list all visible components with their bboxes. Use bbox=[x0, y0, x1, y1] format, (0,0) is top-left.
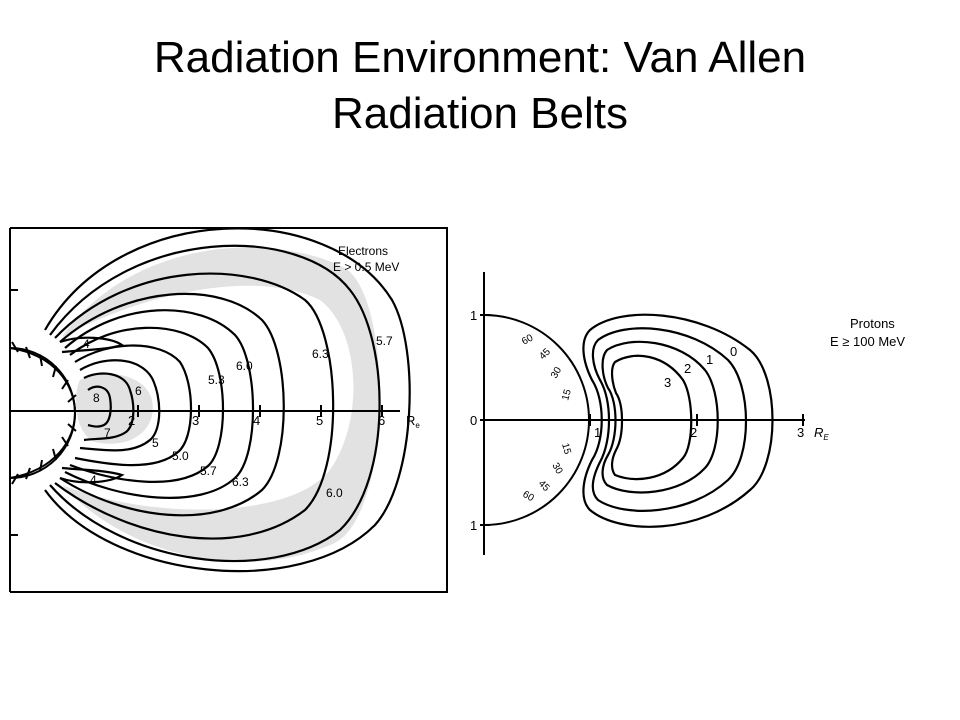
electron-label-7: 7 bbox=[104, 426, 111, 440]
proton-lat-lower-30: 30 bbox=[549, 461, 564, 477]
electron-legend-title: Electrons bbox=[338, 244, 388, 258]
electron-axis-unit: Re bbox=[406, 413, 420, 430]
proton-label-3: 3 bbox=[664, 375, 671, 390]
electron-contour-5-7b bbox=[59, 292, 285, 517]
electrons-frame bbox=[10, 227, 448, 593]
electrons-panel: 2 3 4 5 6 Re Electrons E > 0.5 MeV 8 7 6… bbox=[9, 227, 448, 593]
proton-ytick-upper-1: 1 bbox=[470, 308, 477, 323]
electron-tick-5: 5 bbox=[316, 413, 323, 428]
proton-lat-upper-30: 30 bbox=[549, 365, 564, 381]
electron-earth-outline bbox=[9, 347, 76, 479]
proton-lat-lower-15: 15 bbox=[559, 442, 573, 456]
proton-contour-3 bbox=[610, 354, 693, 481]
electron-belt-shade bbox=[62, 247, 380, 562]
electron-tick-2: 2 bbox=[128, 413, 135, 428]
electron-label-6-3-upper: 6.3 bbox=[312, 347, 329, 361]
proton-lat-lower-60: 60 bbox=[521, 489, 537, 504]
electron-tick-3: 3 bbox=[192, 413, 199, 428]
proton-lat-upper-15: 15 bbox=[560, 388, 574, 402]
electron-earth-hatch bbox=[11, 341, 77, 485]
slide-title-line2: Radiation Belts bbox=[332, 89, 628, 138]
proton-contour-0 bbox=[582, 313, 774, 528]
proton-lat-lower-45: 45 bbox=[536, 478, 552, 494]
electron-contour-5-0 bbox=[69, 326, 225, 483]
proton-ytick-lower-1: 1 bbox=[470, 518, 477, 533]
electron-contour-4-lower bbox=[59, 466, 125, 484]
proton-legend-title: Protons bbox=[850, 316, 895, 331]
electron-contour-4-upper bbox=[59, 336, 125, 354]
electron-label-5-0: 5.0 bbox=[172, 449, 189, 463]
electron-label-5-3: 5.3 bbox=[208, 373, 225, 387]
electron-label-5: 5 bbox=[152, 436, 159, 450]
electron-label-6-0-lower: 6.0 bbox=[326, 486, 343, 500]
proton-lat-upper-60: 60 bbox=[520, 332, 536, 347]
electron-tick-4: 4 bbox=[253, 413, 260, 428]
proton-xtick-2: 2 bbox=[690, 425, 697, 440]
slide-title: Radiation Environment: Van Allen Radiati… bbox=[0, 30, 960, 142]
proton-xtick-1: 1 bbox=[594, 425, 601, 440]
proton-legend-energy: E ≥ 100 MeV bbox=[830, 334, 905, 349]
electron-label-8: 8 bbox=[93, 391, 100, 405]
electron-label-6-3-lower: 6.3 bbox=[232, 475, 249, 489]
electron-tick-6: 6 bbox=[378, 413, 385, 428]
electron-contour-6 bbox=[79, 359, 161, 452]
proton-label-2: 2 bbox=[684, 361, 691, 376]
electron-label-6: 6 bbox=[135, 384, 142, 398]
electron-contour-7 bbox=[83, 372, 135, 442]
proton-label-1: 1 bbox=[706, 352, 713, 367]
proton-contour-2 bbox=[601, 340, 719, 494]
slide-title-line1: Radiation Environment: Van Allen bbox=[153, 33, 807, 82]
electron-contour-5 bbox=[74, 344, 193, 467]
electron-contour-6-3 bbox=[49, 244, 381, 563]
electron-label-5-7-lower: 5.7 bbox=[200, 464, 217, 478]
proton-lat-upper-45: 45 bbox=[537, 346, 553, 362]
electron-contour-5-7 bbox=[44, 227, 411, 573]
proton-ytick-0: 0 bbox=[470, 413, 477, 428]
electron-label-4-lower: 4 bbox=[90, 473, 97, 487]
proton-earth-outline bbox=[483, 314, 590, 526]
protons-panel: 15 30 45 60 15 30 45 60 1 0 1 1 2 3 RE 0… bbox=[470, 272, 905, 555]
electron-legend-energy: E > 0.5 MeV bbox=[333, 260, 399, 274]
proton-label-0: 0 bbox=[730, 344, 737, 359]
electron-label-4-upper: 4 bbox=[83, 337, 90, 351]
electron-contour-8 bbox=[87, 385, 112, 428]
proton-axis-unit: RE bbox=[814, 425, 829, 442]
proton-xtick-3: 3 bbox=[797, 425, 804, 440]
proton-contour-1 bbox=[591, 327, 748, 512]
electron-contour-5-3 bbox=[64, 309, 255, 499]
electron-label-5-7-upper: 5.7 bbox=[376, 334, 393, 348]
electron-contour-6-0 bbox=[54, 272, 335, 540]
electron-label-6-0-upper: 6.0 bbox=[236, 359, 253, 373]
